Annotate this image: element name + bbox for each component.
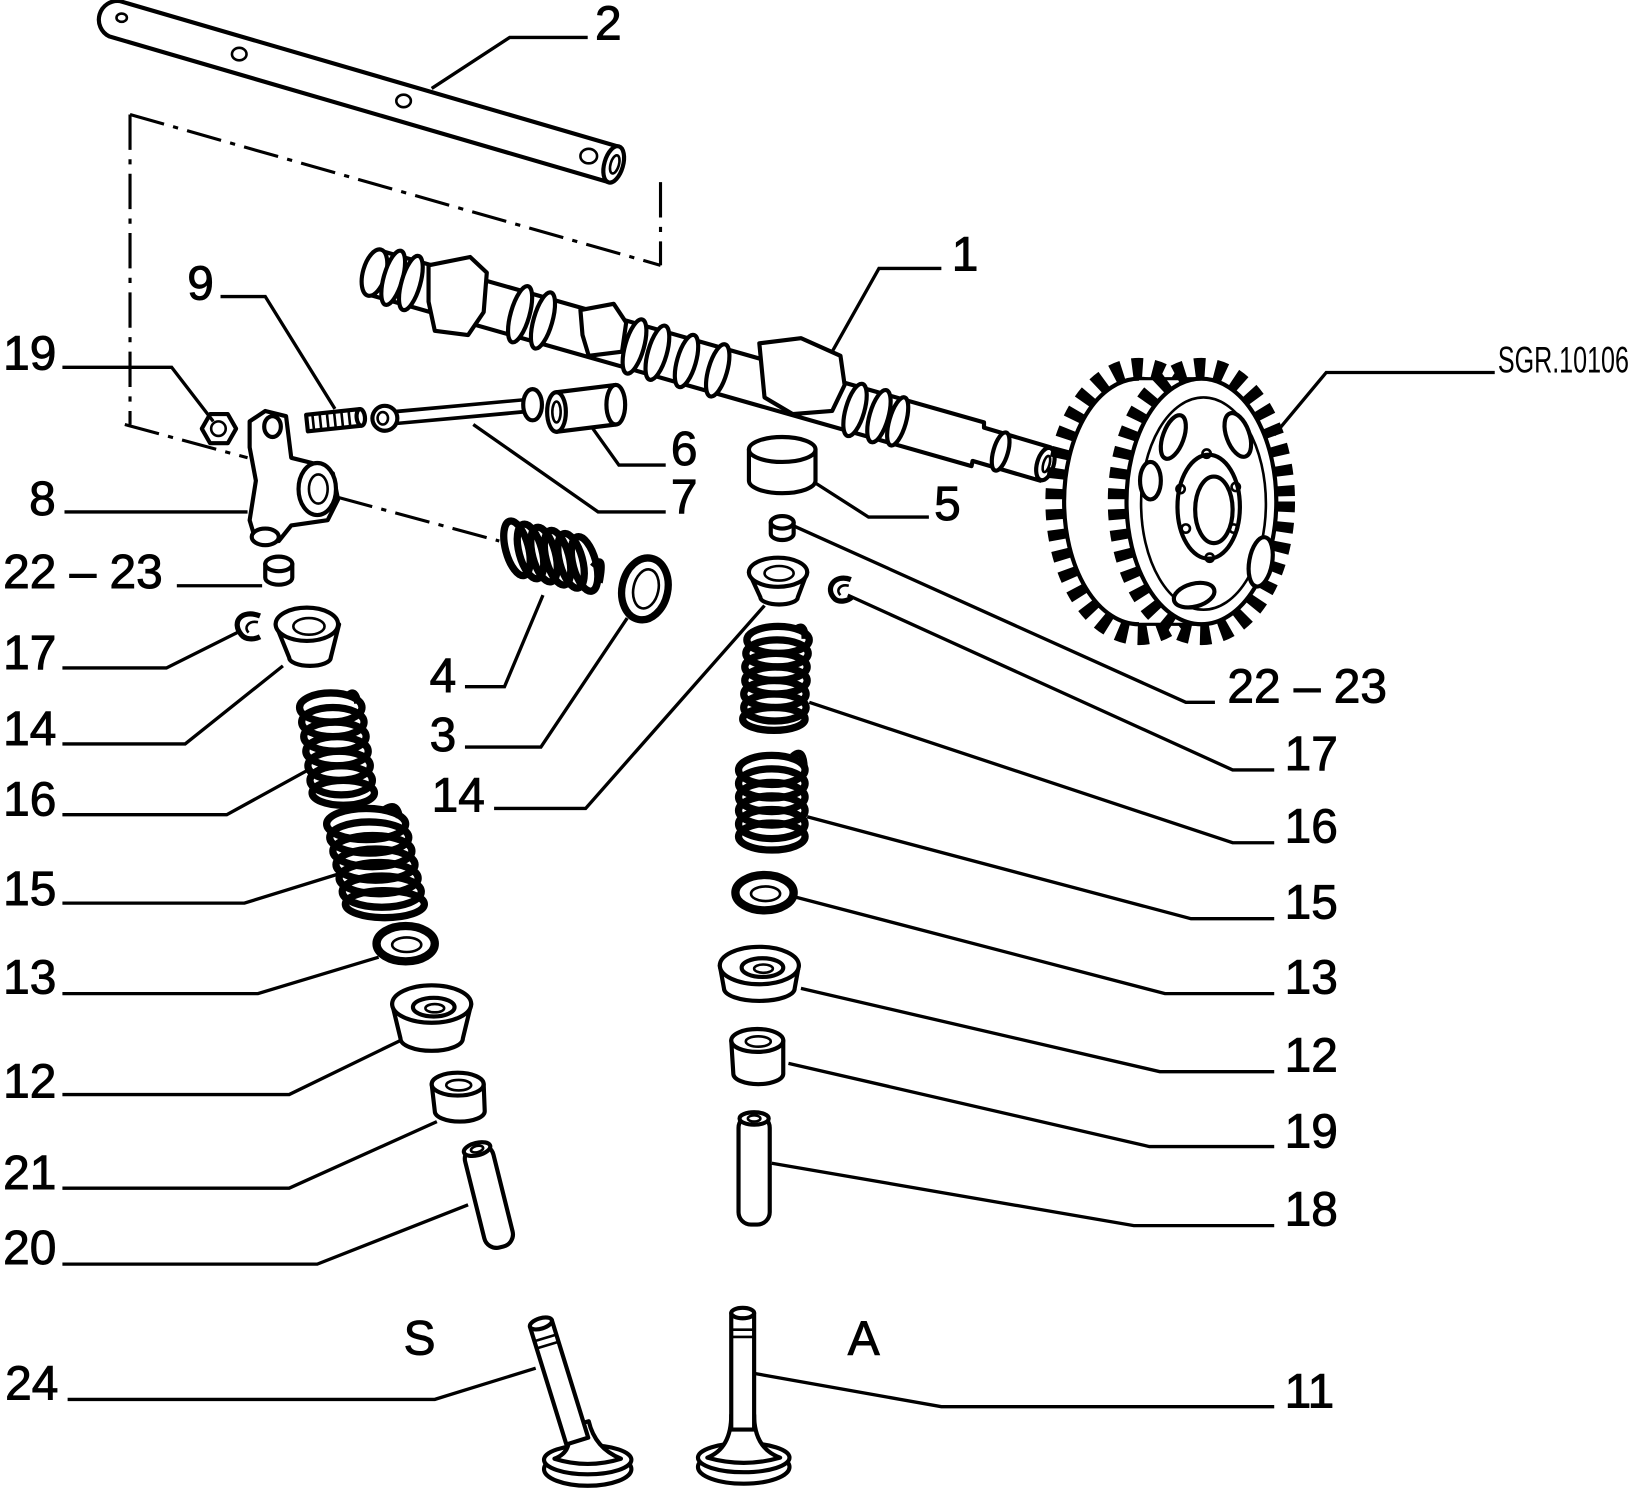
valve-clip-right [827, 575, 854, 604]
callout-18-right: 18 [1285, 1184, 1338, 1237]
leader-lines [62, 35, 1495, 1409]
valve-guide-right [736, 1110, 772, 1227]
callout-16-left: 16 [3, 774, 56, 827]
inner-spring-left [295, 689, 379, 809]
leader-20-left [62, 1203, 469, 1266]
leader-15-left [62, 870, 346, 905]
spring-retainer-right [746, 555, 810, 607]
valve-pad-right [768, 513, 796, 543]
callout-3: 3 [430, 709, 457, 762]
threaded-stud [304, 407, 368, 434]
callout-16-right: 16 [1285, 801, 1338, 854]
callout-6: 6 [671, 423, 698, 476]
callout-labels: 2 1 SGR.10106 9 19 6 7 5 8 22 – 23 17 4 … [3, 0, 1629, 1419]
outer-spring-right [734, 749, 809, 854]
leader-22-23-right [791, 523, 1215, 704]
inner-spring-right [739, 622, 813, 735]
intake-valve [695, 1305, 792, 1486]
leader-16-right [808, 700, 1275, 845]
side-label-left: S [404, 1313, 436, 1366]
callout-15-left: 15 [3, 863, 56, 916]
callout-19-left: 19 [3, 327, 56, 380]
sleeve [545, 382, 628, 434]
callout-5: 5 [934, 478, 961, 531]
callout-13-right: 13 [1285, 952, 1338, 1005]
leader-13-right [794, 895, 1275, 996]
callout-22-23-right: 22 – 23 [1227, 660, 1387, 713]
leader-5 [812, 480, 929, 519]
leader-1 [830, 266, 942, 353]
lock-nut [199, 412, 239, 446]
leader-24 [67, 1366, 537, 1402]
leader-12-left [62, 1038, 402, 1097]
bucket-tappet [746, 434, 818, 496]
leader-9 [220, 294, 337, 410]
exhaust-valve [527, 1315, 634, 1488]
rocker-spring [500, 517, 605, 595]
side-label-right: A [848, 1313, 880, 1366]
callout-9: 9 [187, 258, 214, 311]
leader-13-left [62, 955, 380, 996]
spacer-ring [617, 554, 672, 624]
leader-16-left [62, 766, 313, 817]
valve-pad-left [263, 554, 295, 587]
valve-stem-seal-left [429, 1070, 487, 1124]
callout-1: 1 [952, 229, 979, 282]
leader-17-right [847, 593, 1275, 772]
spring-seat-left [390, 983, 474, 1053]
outer-spring-left [322, 803, 429, 922]
callout-7: 7 [671, 471, 698, 524]
callout-17-left: 17 [3, 627, 56, 680]
leader-7 [472, 423, 666, 514]
leader-14-left [62, 664, 284, 746]
callout-14-center: 14 [432, 770, 485, 823]
callout-12-left: 12 [3, 1056, 56, 1109]
callout-13-left: 13 [3, 952, 56, 1005]
camshaft [359, 247, 1057, 483]
rocker-arm [247, 408, 341, 548]
leader-15-right [806, 815, 1275, 921]
callout-20-left: 20 [3, 1222, 56, 1275]
callout-14-left: 14 [3, 703, 56, 756]
leader-19-right [788, 1061, 1275, 1149]
leader-14-center [494, 604, 766, 811]
leader-2 [430, 35, 588, 90]
callout-2: 2 [595, 0, 622, 51]
leader-21-left [62, 1120, 438, 1190]
callout-8: 8 [29, 473, 56, 526]
callout-4: 4 [430, 650, 457, 703]
spring-washer-right [731, 870, 798, 915]
valve-clip-left [234, 611, 262, 642]
callout-24: 24 [5, 1357, 58, 1410]
spring-retainer-left [273, 605, 342, 668]
leader-6 [591, 427, 666, 467]
callout-19-right: 19 [1285, 1106, 1338, 1159]
callout-12-right: 12 [1285, 1030, 1338, 1083]
pushrod [370, 387, 545, 433]
callout-22-23-left: 22 – 23 [3, 546, 163, 599]
leader-17-left [62, 631, 238, 670]
leader-4 [464, 594, 545, 689]
callout-17-right: 17 [1285, 728, 1338, 781]
valve-guide-left [461, 1140, 516, 1250]
callout-11: 11 [1285, 1366, 1335, 1419]
leader-19-left [62, 365, 215, 423]
rocker-shaft [96, 0, 627, 185]
camshaft-gear [1045, 357, 1296, 646]
leader-18-right [771, 1161, 1275, 1228]
valve-stem-seal-right [729, 1026, 786, 1087]
spring-seat-right [717, 944, 801, 1003]
callout-15-right: 15 [1285, 877, 1338, 930]
leader-3 [464, 617, 629, 749]
leader-drawing-code [1272, 370, 1495, 436]
leader-12-right [800, 986, 1275, 1074]
drawing-code: SGR.10106 [1498, 338, 1629, 380]
leader-11 [753, 1371, 1275, 1409]
callout-21-left: 21 [3, 1147, 56, 1200]
spring-washer-left [372, 921, 439, 966]
assembly-guide-lines [124, 112, 663, 543]
